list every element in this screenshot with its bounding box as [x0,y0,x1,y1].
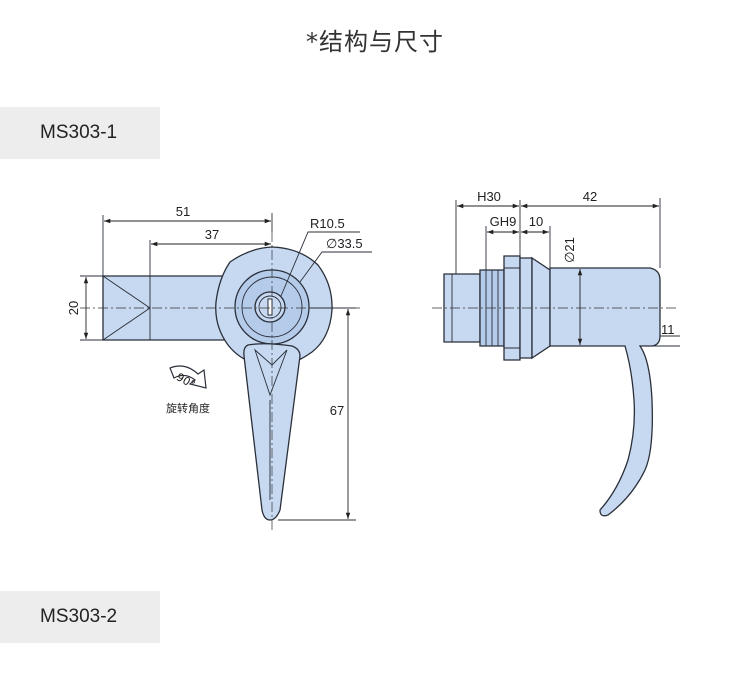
dim-side-diameter: ∅21 [562,237,577,263]
side-view: H30 42 GH9 10 ∅21 11 [432,189,680,517]
model-header-ms303-1: MS303-1 [0,107,160,159]
front-view: 51 37 20 R10.5 ∅33.5 67 90° 旋转角度 [66,204,372,530]
dim-thickness: 11 [661,322,675,337]
model-label: MS303-1 [40,122,118,143]
dim-radius: R10.5 [310,216,345,231]
dim-offset: 10 [529,214,543,229]
model-label: MS303-2 [40,606,118,627]
dim-h: H30 [477,189,501,204]
rotation-label: 旋转角度 [166,401,210,415]
dim-gh: GH9 [490,214,517,229]
side-handle [549,267,661,517]
rotation-arrow-icon [169,365,207,389]
dim-height: 20 [66,301,81,315]
dim-handle: 42 [583,189,597,204]
dim-diameter: ∅33.5 [326,236,363,251]
page-title: *结构与尺寸 [306,28,444,56]
keyhole-icon [267,298,273,316]
dim-to-center: 37 [205,227,219,242]
dim-total-width: 51 [176,204,190,219]
model-header-ms303-2: MS303-2 [0,591,160,643]
dim-handle-length: 67 [330,403,344,418]
